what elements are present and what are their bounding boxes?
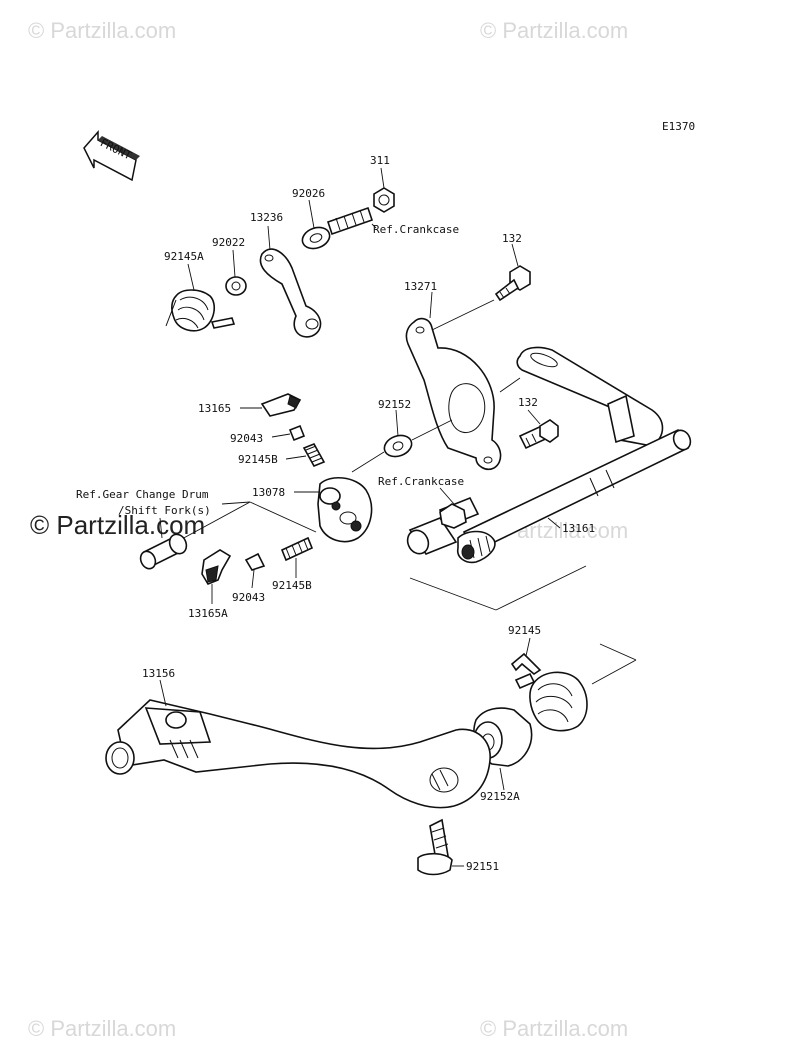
label-13165A: 13165A	[188, 607, 228, 620]
label-92145: 92145	[508, 624, 541, 637]
shift-pedal-13156	[105, 699, 491, 809]
label-92151: 92151	[466, 860, 499, 873]
label-92043-top: 92043	[230, 432, 263, 445]
watermark-bottom-left: © Partzilla.com	[28, 1016, 176, 1041]
label-132-top: 132	[502, 232, 522, 245]
label-13161: 13161	[562, 522, 595, 535]
label-92152: 92152	[378, 398, 411, 411]
label-92145A: 92145A	[164, 250, 204, 263]
shaft-13161	[456, 428, 692, 564]
diagram-code: E1370	[662, 120, 695, 133]
nut-311	[373, 187, 395, 213]
bolt-92151	[417, 818, 453, 876]
ref-gear-drum-line1: Ref.Gear Change Drum	[76, 488, 209, 501]
label-311: 311	[370, 154, 390, 167]
ref-gear-drum-line2: /Shift Fork(s)	[118, 504, 211, 517]
pin-92043-bottom	[244, 552, 266, 571]
front-arrow-icon: FRONT	[83, 130, 140, 182]
ref-crankcase-mid: Ref.Crankcase	[378, 475, 464, 488]
label-92152A: 92152A	[480, 790, 520, 803]
arm-13236	[259, 248, 322, 338]
label-13271: 13271	[404, 280, 437, 293]
pin-92043-top	[288, 424, 306, 442]
plate-13271	[405, 317, 502, 471]
spring-92145	[510, 652, 588, 732]
label-92145B-top: 92145B	[238, 453, 278, 466]
washer-92152	[383, 434, 413, 458]
stopper-13165A	[201, 549, 232, 585]
watermark-top-left: © Partzilla.com	[28, 18, 176, 43]
crankcase-stud	[406, 496, 480, 555]
pedal-bracket-plate	[516, 346, 664, 447]
label-132-mid: 132	[518, 396, 538, 409]
label-92043-bottom: 92043	[232, 591, 265, 604]
label-92026: 92026	[292, 187, 325, 200]
label-13165: 13165	[198, 402, 231, 415]
spring-92145B-top	[302, 442, 326, 468]
bolt-132-top	[494, 265, 531, 302]
label-13156: 13156	[142, 667, 175, 680]
stopper-13165	[260, 393, 302, 417]
watermark-bottom-right: © Partzilla.com	[480, 1016, 628, 1041]
label-13236: 13236	[250, 211, 283, 224]
label-13078: 13078	[252, 486, 285, 499]
drum-pin	[139, 533, 188, 570]
label-92022: 92022	[212, 236, 245, 249]
label-92145B-bottom: 92145B	[272, 579, 312, 592]
watermark-top-right: © Partzilla.com	[480, 18, 628, 43]
washer-92022	[225, 276, 247, 296]
bolt-132-mid	[518, 419, 559, 450]
ref-crankcase-top: Ref.Crankcase	[373, 223, 459, 236]
spring-92145B-bottom	[280, 536, 314, 562]
spring-92145A	[165, 289, 236, 332]
cam-13078	[317, 477, 373, 543]
stud-92026	[301, 206, 374, 250]
